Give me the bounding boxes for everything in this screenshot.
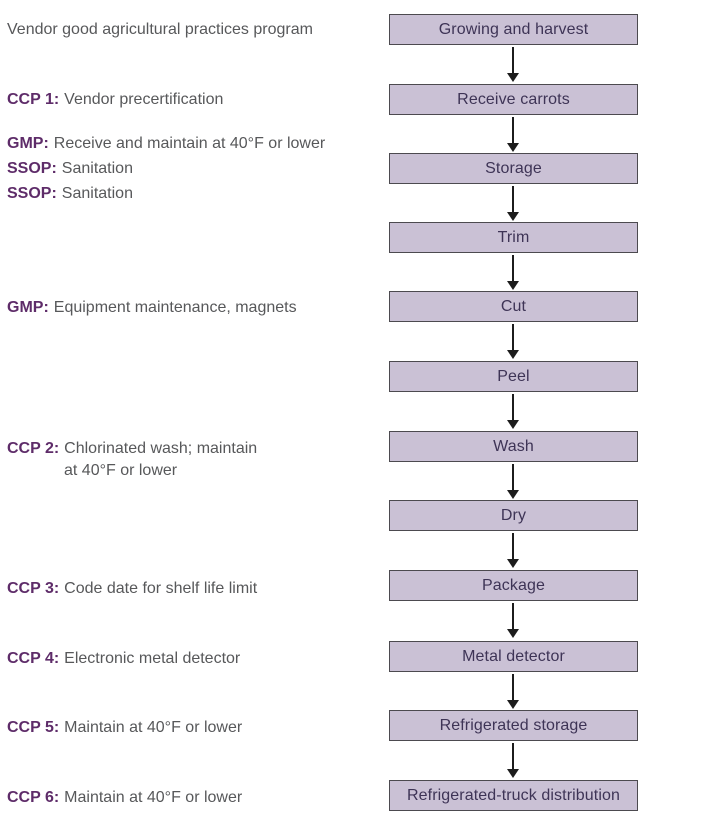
flow-step-metal-detector: Metal detector <box>389 641 638 672</box>
annotation-text: Receive and maintain at 40°F or lower <box>53 135 326 152</box>
flow-arrow-down-icon <box>512 186 514 213</box>
annotation-text: Equipment maintenance, magnets <box>53 299 297 316</box>
flow-step-cut: Cut <box>389 291 638 322</box>
flow-step-package: Package <box>389 570 638 601</box>
flow-arrow-down-icon <box>512 533 514 560</box>
annotation-ccp5: CCP 5:Maintain at 40°F or lower <box>7 717 242 739</box>
annotation-text: Sanitation <box>61 160 133 177</box>
annotation-ssop-sanitation-1: SSOP:Sanitation <box>7 158 133 180</box>
flow-arrow-down-icon <box>512 255 514 282</box>
annotation-text: Maintain at 40°F or lower <box>64 789 243 806</box>
flow-step-receive-carrots: Receive carrots <box>389 84 638 115</box>
annotation-prefix: CCP 6: <box>7 789 60 806</box>
flow-arrow-down-icon <box>512 117 514 144</box>
flow-step-dry: Dry <box>389 500 638 531</box>
flow-arrow-down-icon <box>512 324 514 351</box>
annotation-gmp-receive: GMP:Receive and maintain at 40°F or lowe… <box>7 133 325 155</box>
flow-arrow-down-icon <box>512 47 514 74</box>
annotation-vendor-gap-program: Vendor good agricultural practices progr… <box>7 19 313 41</box>
annotation-ccp2: CCP 2:Chlorinated wash; maintain at 40°F… <box>7 438 257 482</box>
annotation-text: Code date for shelf life limit <box>64 580 258 597</box>
flow-arrow-down-icon <box>512 464 514 491</box>
annotation-ccp3: CCP 3:Code date for shelf life limit <box>7 578 257 600</box>
annotation-text: Sanitation <box>61 185 133 202</box>
annotation-text: Maintain at 40°F or lower <box>64 719 243 736</box>
flow-step-refrigerated-truck-distribution: Refrigerated-truck distribution <box>389 780 638 811</box>
flow-step-storage: Storage <box>389 153 638 184</box>
annotation-prefix: CCP 4: <box>7 650 60 667</box>
flow-arrow-down-icon <box>512 603 514 630</box>
flow-step-refrigerated-storage: Refrigerated storage <box>389 710 638 741</box>
annotation-text-line2: at 40°F or lower <box>64 462 178 479</box>
annotation-prefix: GMP: <box>7 299 49 316</box>
annotation-prefix: SSOP: <box>7 160 57 177</box>
annotation-ccp6: CCP 6:Maintain at 40°F or lower <box>7 787 242 809</box>
flow-arrow-down-icon <box>512 743 514 770</box>
flow-step-growing-and-harvest: Growing and harvest <box>389 14 638 45</box>
flow-arrow-down-icon <box>512 394 514 421</box>
flow-step-peel: Peel <box>389 361 638 392</box>
annotation-text: Vendor good agricultural practices progr… <box>7 21 313 38</box>
flow-arrow-down-icon <box>512 674 514 701</box>
annotation-gmp-equipment: GMP:Equipment maintenance, magnets <box>7 297 297 319</box>
annotation-ssop-sanitation-2: SSOP:Sanitation <box>7 183 133 205</box>
annotation-prefix: SSOP: <box>7 185 57 202</box>
flow-step-wash: Wash <box>389 431 638 462</box>
annotation-prefix: GMP: <box>7 135 49 152</box>
annotation-prefix: CCP 1: <box>7 91 60 108</box>
annotation-text: Chlorinated wash; maintain <box>64 440 258 457</box>
annotation-ccp1: CCP 1:Vendor precertification <box>7 89 223 111</box>
annotation-ccp4: CCP 4:Electronic metal detector <box>7 648 240 670</box>
annotation-prefix: CCP 2: <box>7 440 60 457</box>
annotation-text: Electronic metal detector <box>64 650 241 667</box>
flow-step-trim: Trim <box>389 222 638 253</box>
annotation-text: Vendor precertification <box>64 91 224 108</box>
annotation-prefix: CCP 5: <box>7 719 60 736</box>
annotation-prefix: CCP 3: <box>7 580 60 597</box>
